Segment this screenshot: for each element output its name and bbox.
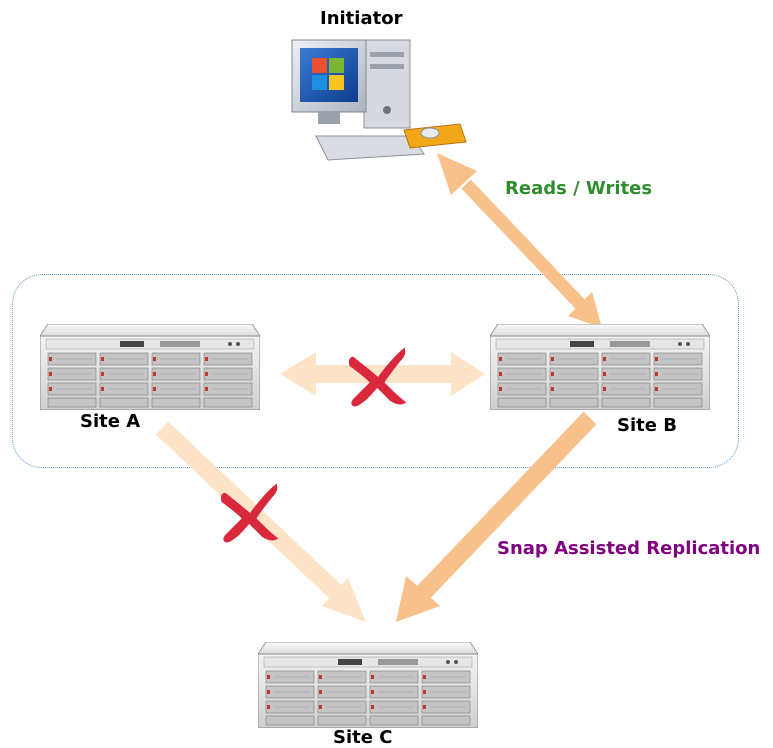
desktop-computer-icon (291, 39, 467, 161)
snap-replication-label: Snap Assisted Replication (497, 538, 761, 559)
arrow-initiator-site-b (437, 153, 602, 328)
server-site-a-icon (40, 324, 260, 410)
arrow-site-b-site-c (396, 411, 597, 622)
site-b-label: Site B (617, 415, 677, 436)
initiator-label: Initiator (320, 8, 403, 29)
server-site-c-icon (258, 642, 478, 728)
arrow-site-a-site-c-failed (155, 421, 366, 622)
site-ab-group-boundary (12, 274, 739, 468)
site-a-label: Site A (80, 411, 141, 432)
server-site-b-icon (490, 324, 710, 410)
site-c-label: Site C (333, 727, 393, 748)
reads-writes-label: Reads / Writes (505, 178, 653, 199)
